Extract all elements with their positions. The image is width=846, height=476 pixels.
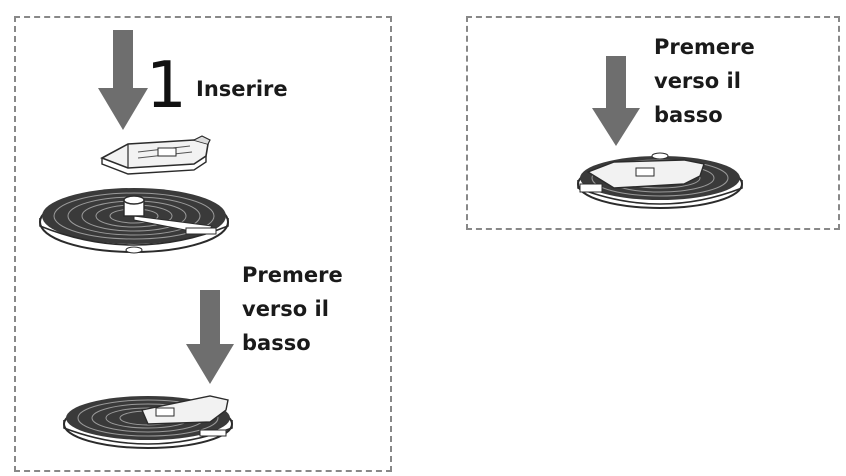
assembled-disc-illustration [63, 395, 233, 449]
step-number: 1 [146, 49, 187, 123]
step-2-label-line: verso il [242, 297, 329, 321]
arrow-down-icon [592, 56, 640, 146]
right-panel-label-line: verso il [654, 69, 741, 93]
step-2-label-line: basso [242, 331, 311, 355]
step-1-label: Inserire [196, 72, 288, 106]
arrow-down-icon [98, 30, 148, 130]
right-instruction-panel [466, 16, 840, 230]
insert-piece-illustration [100, 135, 211, 175]
right-panel-label-line: Premere [654, 35, 755, 59]
right-panel-label: Premere verso il basso [654, 30, 755, 132]
assembled-disc-illustration [577, 152, 743, 209]
left-instruction-panel [14, 16, 392, 472]
step-2-label: Premere verso il basso [242, 258, 343, 360]
right-panel-label-line: basso [654, 103, 723, 127]
step-2-label-line: Premere [242, 263, 343, 287]
arrow-down-icon [186, 290, 234, 384]
step-1-label-text: Inserire [196, 77, 288, 101]
grater-disc-illustration [39, 188, 229, 254]
